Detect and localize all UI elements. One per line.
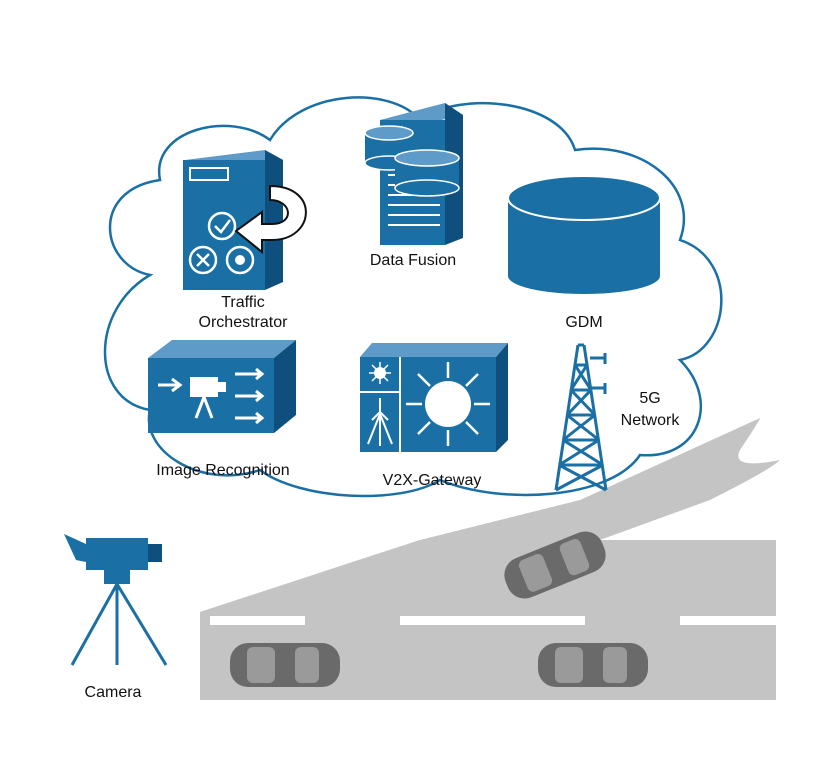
car (230, 643, 340, 687)
cell-tower-icon (554, 343, 608, 492)
server-icon (183, 150, 283, 290)
camera-label: Camera (85, 684, 142, 701)
database-stack-icon (364, 103, 463, 245)
lane-marking (400, 616, 585, 625)
gateway-icon (360, 343, 508, 452)
network-label-line1: 5G (639, 390, 660, 407)
lane-marking (680, 616, 776, 625)
database-icon (507, 175, 661, 294)
car (504, 531, 606, 599)
network-label-line2: Network (621, 412, 681, 429)
camera-icon (64, 534, 168, 666)
lane-marking (210, 616, 305, 625)
image-recognition-icon (148, 340, 296, 433)
traffic-orchestrator-label-line2: Orchestrator (199, 314, 289, 331)
v2x-gateway-label: V2X-Gateway (383, 472, 482, 489)
circular-arrow-icon (234, 184, 307, 255)
data-fusion-label: Data Fusion (370, 252, 456, 269)
image-recognition-label: Image Recognition (156, 462, 289, 479)
traffic-orchestrator-label-line1: Traffic (221, 294, 265, 311)
gdm-label: GDM (565, 314, 602, 331)
car (538, 643, 648, 687)
